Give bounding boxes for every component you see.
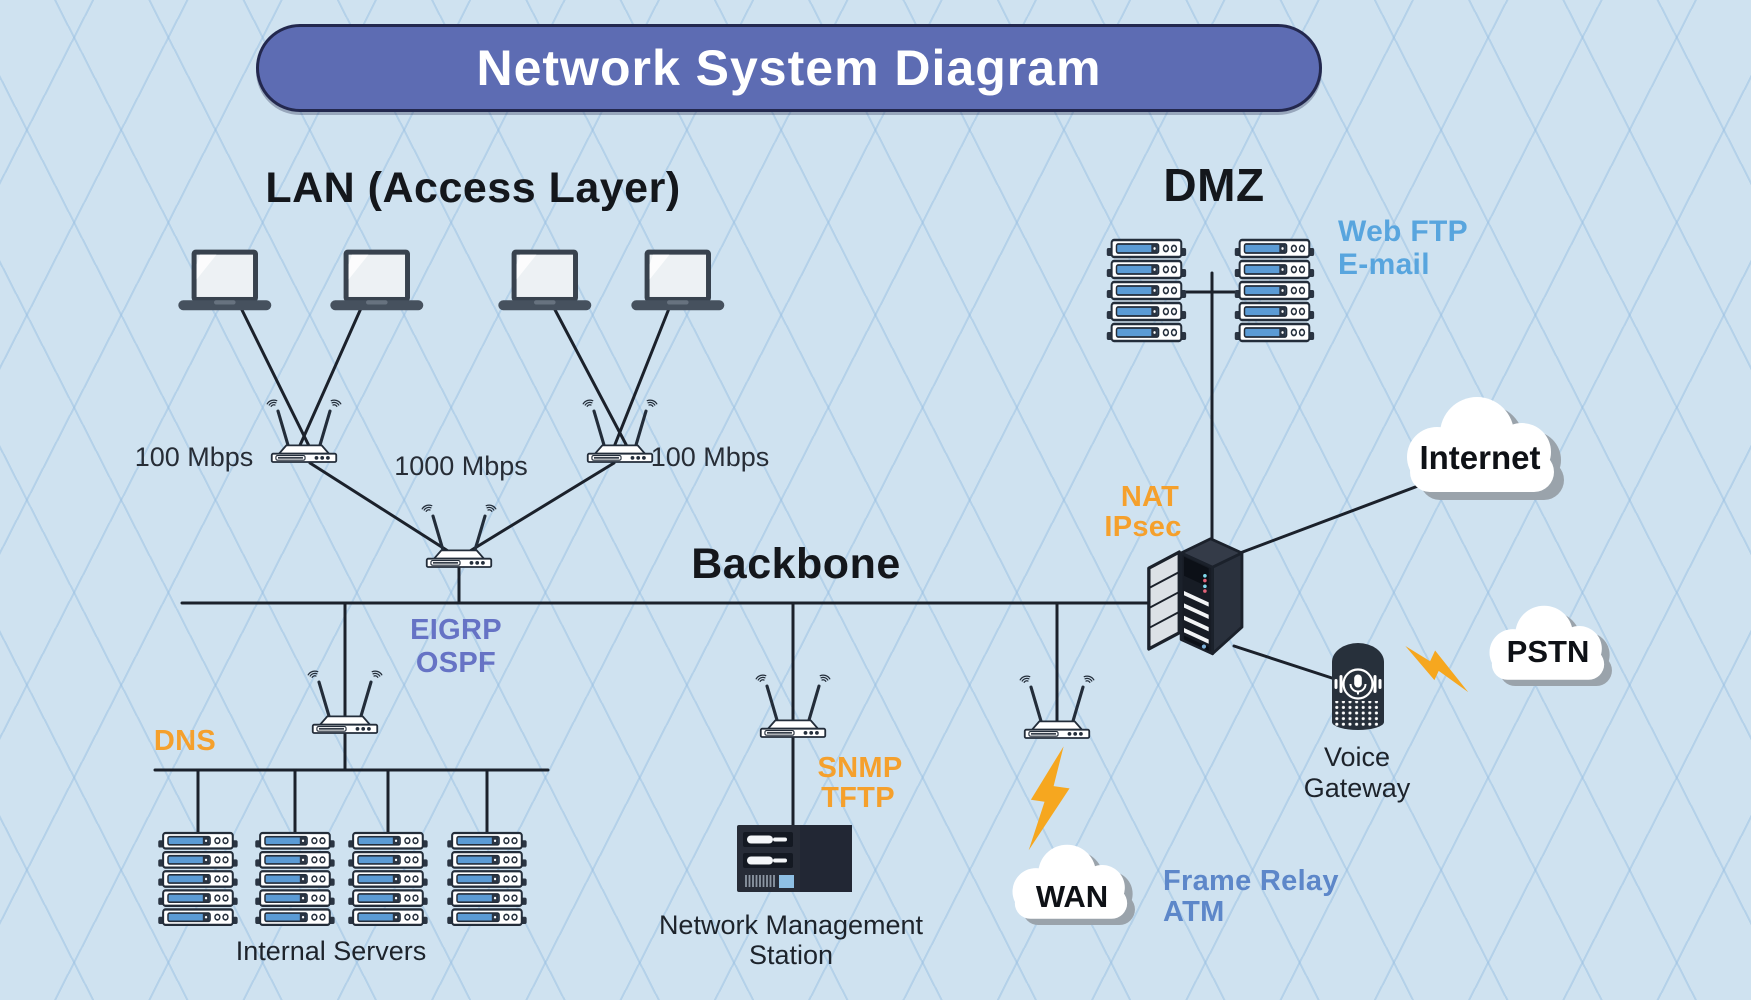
email-label: E-mail [1338,248,1430,281]
voice-gateway-icon [1330,641,1386,732]
dmz-server-rack-icon [1235,240,1314,341]
tftp-label: TFTP [821,782,895,814]
voice-gateway-label-line2: Gateway [1303,773,1411,803]
title-banner: Network System Diagram [256,24,1322,112]
nms-icon [736,824,853,893]
lan-heading: LAN (Access Layer) [265,164,681,212]
server-stack-icon [447,833,526,925]
ospf-label: OSPF [415,647,497,679]
distribution-router-icon [422,504,497,567]
ipsec-label: IPsec [1104,511,1182,543]
nms-label-line1: Network Management [658,910,924,940]
eigrp-label: EIGRP [410,614,502,646]
link-speed-label: 100 Mbps [134,442,254,472]
connection-line [1238,484,1420,555]
wan-cloud-label: WAN [1035,879,1109,914]
atm-label: ATM [1163,896,1225,928]
connection-line [295,304,364,454]
snmp-label: SNMP [817,752,903,784]
internal-servers-label: Internal Servers [235,936,427,966]
connection-line [238,304,314,454]
connection-line [551,304,632,454]
lightning-icon [1397,638,1479,696]
server-stack-icon [348,833,427,925]
laptop-icon [498,249,592,311]
connection-lines [153,271,1420,836]
lightning-icon [1024,742,1075,855]
nms-label-line2: Station [748,940,834,970]
dns-label: DNS [153,725,217,757]
laptop-icon [330,249,424,311]
dmz-server-rack-icon [1107,240,1186,341]
connection-line [610,304,672,454]
voice-gateway-label-line1: Voice [1323,742,1391,772]
firewall-server-icon [1147,537,1244,656]
link-speed-label: 1000 Mbps [394,451,528,481]
internet-cloud-label: Internet [1419,439,1541,476]
connection-line [308,461,450,553]
web-ftp-label: Web FTP [1338,215,1468,248]
server-stack-icon [158,833,237,925]
connection-line [1232,644,1340,682]
page-title: Network System Diagram [476,40,1102,96]
nat-label: NAT [1120,481,1180,513]
connection-line [468,461,616,553]
wireless-router-icon [267,399,342,462]
laptop-icon [178,249,272,311]
backbone-heading: Backbone [691,540,901,588]
pstn-cloud-label: PSTN [1506,634,1590,669]
server-stack-icon [255,833,334,925]
frame-relay-label: Frame Relay [1163,865,1339,897]
laptop-icon [631,249,725,311]
link-speed-label: 100 Mbps [650,442,770,472]
dmz-heading: DMZ [1163,159,1265,211]
